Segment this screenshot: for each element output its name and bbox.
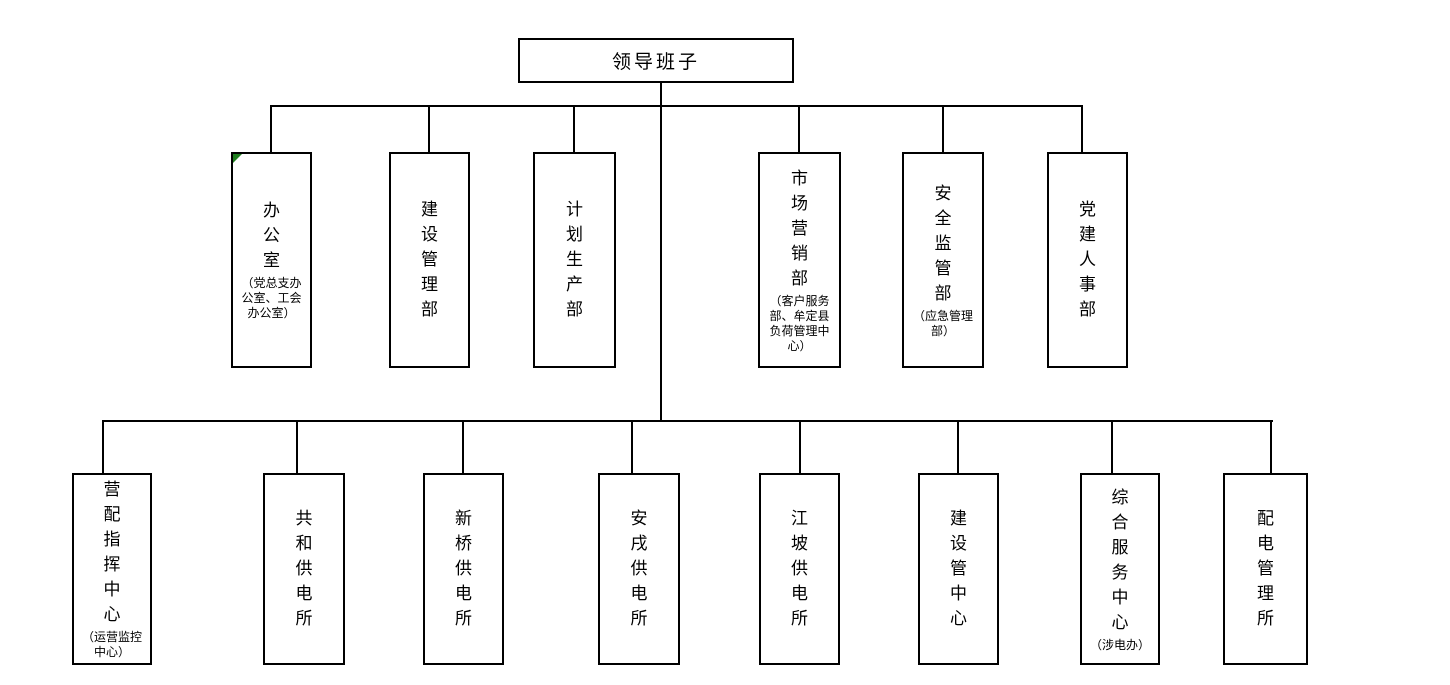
node-label: 建设管中心 xyxy=(950,508,967,629)
node-comprehensive-service-center: 综合服务中心 （涉电办） xyxy=(1080,473,1160,665)
node-construction-mgmt-center: 建设管中心 xyxy=(918,473,999,665)
node-label: 安全监管部 xyxy=(934,183,952,304)
connector-line xyxy=(270,105,272,152)
node-label: 新桥供电所 xyxy=(455,508,472,629)
node-party-building-hr-dept: 党建人事部 xyxy=(1047,152,1128,368)
node-note: （客户服务部、牟定县负荷管理中心） xyxy=(769,293,830,353)
connector-line xyxy=(428,105,430,152)
node-marketing-dept: 市场营销部 （客户服务部、牟定县负荷管理中心） xyxy=(758,152,841,368)
node-planning-production-dept: 计划生产部 xyxy=(533,152,616,368)
node-label: 安戌供电所 xyxy=(630,508,648,629)
connector-line xyxy=(1081,105,1083,152)
node-note: （应急管理部） xyxy=(912,308,973,338)
node-label: 建设管理部 xyxy=(421,199,438,320)
node-note: （党总支办公室、工会办公室） xyxy=(241,276,302,320)
connector-line xyxy=(798,105,800,152)
connector-line xyxy=(462,420,464,473)
connector-line xyxy=(631,420,633,473)
connector-line xyxy=(957,420,959,473)
connector-line xyxy=(573,105,575,152)
connector-line xyxy=(799,420,801,473)
node-label: 配电管理所 xyxy=(1257,508,1274,629)
node-label: 计划生产部 xyxy=(566,199,583,320)
node-xinqiao-power-station: 新桥供电所 xyxy=(423,473,504,665)
connector-line xyxy=(270,105,1083,107)
node-leadership-team: 领导班子 xyxy=(518,38,794,83)
node-anxu-power-station: 安戌供电所 xyxy=(598,473,680,665)
connector-line xyxy=(102,420,1273,422)
node-label: 市场营销部 xyxy=(791,168,808,289)
node-dispatch-command-center: 营配指挥中心 （运营监控中心） xyxy=(72,473,152,665)
node-label: 领导班子 xyxy=(611,51,700,73)
node-label: 营配指挥中心 xyxy=(103,480,121,625)
node-label: 共和供电所 xyxy=(295,508,313,629)
connector-line xyxy=(1111,420,1113,473)
connector-line xyxy=(660,82,662,107)
node-construction-management-dept: 建设管理部 xyxy=(389,152,470,368)
node-jiangpo-power-station: 江坡供电所 xyxy=(759,473,840,665)
node-note: （运营监控中心） xyxy=(81,630,142,659)
connector-line xyxy=(1270,420,1272,473)
node-gonghe-power-station: 共和供电所 xyxy=(263,473,345,665)
connector-line xyxy=(102,420,104,473)
node-note: （涉电办） xyxy=(1089,637,1150,652)
connector-line xyxy=(942,105,944,152)
connector-line xyxy=(660,105,662,422)
node-label: 办公室 xyxy=(263,201,280,271)
node-label: 江坡供电所 xyxy=(791,508,808,629)
node-safety-supervision-dept: 安全监管部 （应急管理部） xyxy=(902,152,984,368)
node-label: 党建人事部 xyxy=(1079,199,1096,320)
node-power-distribution-office: 配电管理所 xyxy=(1223,473,1308,665)
node-label: 综合服务中心 xyxy=(1111,487,1129,633)
connector-line xyxy=(296,420,298,473)
node-office: 办公室 （党总支办公室、工会办公室） xyxy=(231,152,312,368)
green-corner-marker-icon xyxy=(233,154,242,163)
